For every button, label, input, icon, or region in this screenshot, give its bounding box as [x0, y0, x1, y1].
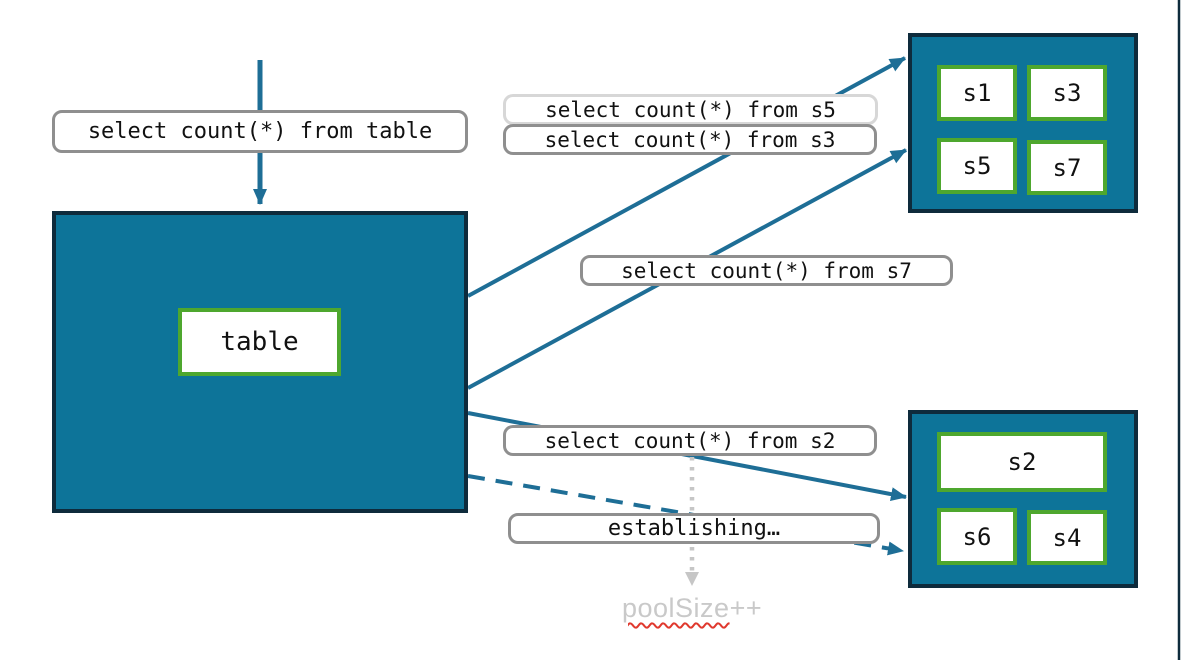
query-label-establishing-text: establishing… — [607, 516, 781, 541]
poolsize-note: poolSize++ — [622, 593, 762, 624]
query-label-establishing: establishing… — [508, 513, 880, 544]
shard-s7-label: s7 — [1052, 153, 1082, 182]
shard-s7: s7 — [1027, 140, 1107, 195]
shard-s6: s6 — [937, 508, 1017, 565]
table-node — [52, 211, 468, 513]
query-label-from-s7-text: select count(*) from s7 — [621, 258, 912, 283]
shard-s1: s1 — [937, 65, 1017, 121]
query-label-from-s3-text: select count(*) from s3 — [544, 127, 836, 152]
shard-s5: s5 — [937, 138, 1017, 194]
shard-s5-label: s5 — [962, 152, 992, 180]
query-label-from-s2-text: select count(*) from s2 — [544, 428, 836, 453]
poolsize-word: poolSize — [622, 593, 730, 623]
query-label-from-table: select count(*) from table — [52, 110, 468, 153]
query-label-from-s2: select count(*) from s2 — [503, 425, 877, 456]
shard-s3: s3 — [1027, 65, 1107, 121]
table-label-text: table — [220, 327, 299, 357]
shard-s1-label: s1 — [962, 79, 992, 107]
table-label: table — [178, 308, 341, 376]
shard-s2-label: s2 — [1007, 448, 1037, 476]
shard-s2: s2 — [937, 432, 1107, 492]
shard-s3-label: s3 — [1052, 79, 1082, 107]
shard-s4: s4 — [1027, 510, 1107, 565]
query-label-from-s3: select count(*) from s3 — [503, 124, 877, 155]
query-label-from-s5: select count(*) from s5 — [503, 94, 878, 125]
query-label-from-s7: select count(*) from s7 — [580, 255, 953, 286]
shard-s6-label: s6 — [962, 522, 992, 551]
shard-s4-label: s4 — [1052, 523, 1082, 552]
query-label-from-table-text: select count(*) from table — [87, 119, 433, 144]
poolsize-suffix: ++ — [729, 593, 763, 623]
query-label-from-s5-text: select count(*) from s5 — [545, 97, 836, 122]
